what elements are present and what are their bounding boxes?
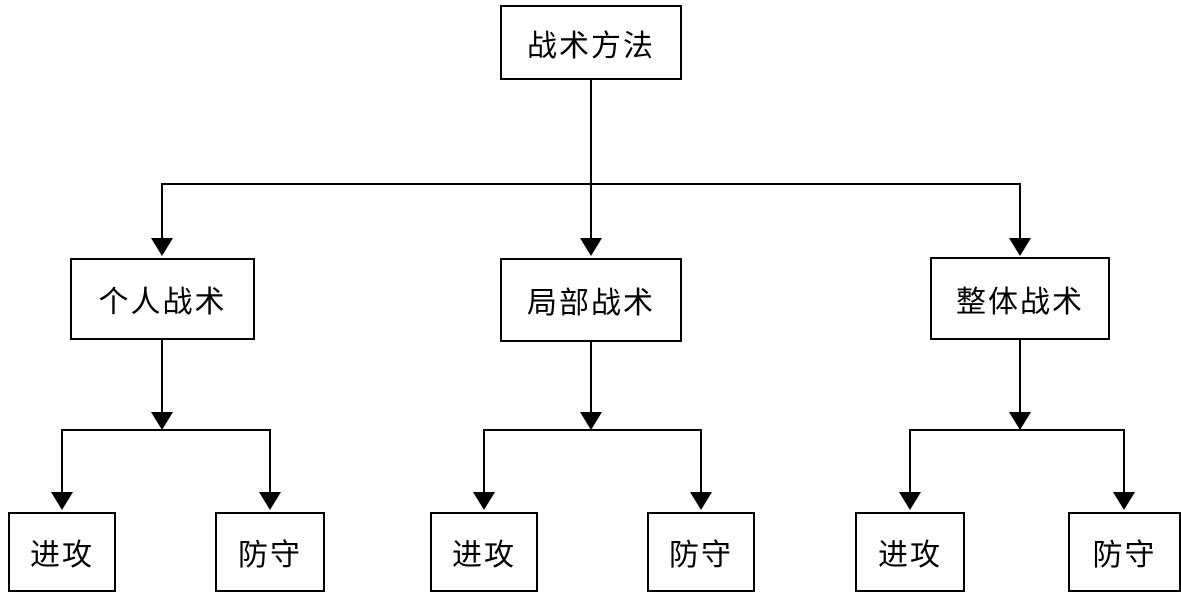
arrowhead-down-icon: [1009, 238, 1031, 256]
arrowhead-down-icon: [1113, 492, 1135, 510]
node-branch-individual: 个人战术: [70, 258, 255, 340]
arrowhead-down-icon: [580, 238, 602, 256]
arrowhead-down-icon: [151, 412, 173, 430]
connector-vline: [590, 342, 592, 414]
node-leaf-defense-1: 防守: [647, 512, 755, 592]
node-leaf-defense-0: 防守: [215, 512, 325, 592]
node-leaf-attack-1: 进攻: [430, 512, 538, 592]
connector-vline: [909, 429, 911, 493]
arrowhead-down-icon: [1009, 412, 1031, 430]
connector-vline: [590, 183, 592, 239]
node-root: 战术方法: [500, 5, 682, 80]
arrowhead-down-icon: [51, 492, 73, 510]
connector-vline: [1019, 183, 1021, 239]
connector-vline: [1123, 429, 1125, 493]
connector-vline: [269, 429, 271, 493]
arrowhead-down-icon: [580, 412, 602, 430]
connector-hline: [61, 429, 271, 431]
arrowhead-down-icon: [473, 492, 495, 510]
connector-vline: [590, 80, 592, 184]
connector-vline: [161, 340, 163, 414]
connector-hline: [483, 429, 702, 431]
connector-vline: [700, 429, 702, 493]
arrowhead-down-icon: [259, 492, 281, 510]
node-branch-overall: 整体战术: [930, 257, 1110, 340]
arrowhead-down-icon: [151, 238, 173, 256]
connector-vline: [61, 429, 63, 493]
node-branch-partial: 局部战术: [500, 258, 682, 342]
connector-hline: [909, 429, 1125, 431]
connector-vline: [483, 429, 485, 493]
connector-vline: [1019, 340, 1021, 414]
arrowhead-down-icon: [690, 492, 712, 510]
arrowhead-down-icon: [899, 492, 921, 510]
connector-vline: [161, 183, 163, 239]
node-leaf-attack-0: 进攻: [8, 512, 116, 592]
node-leaf-defense-2: 防守: [1068, 512, 1181, 592]
node-leaf-attack-2: 进攻: [855, 512, 965, 592]
